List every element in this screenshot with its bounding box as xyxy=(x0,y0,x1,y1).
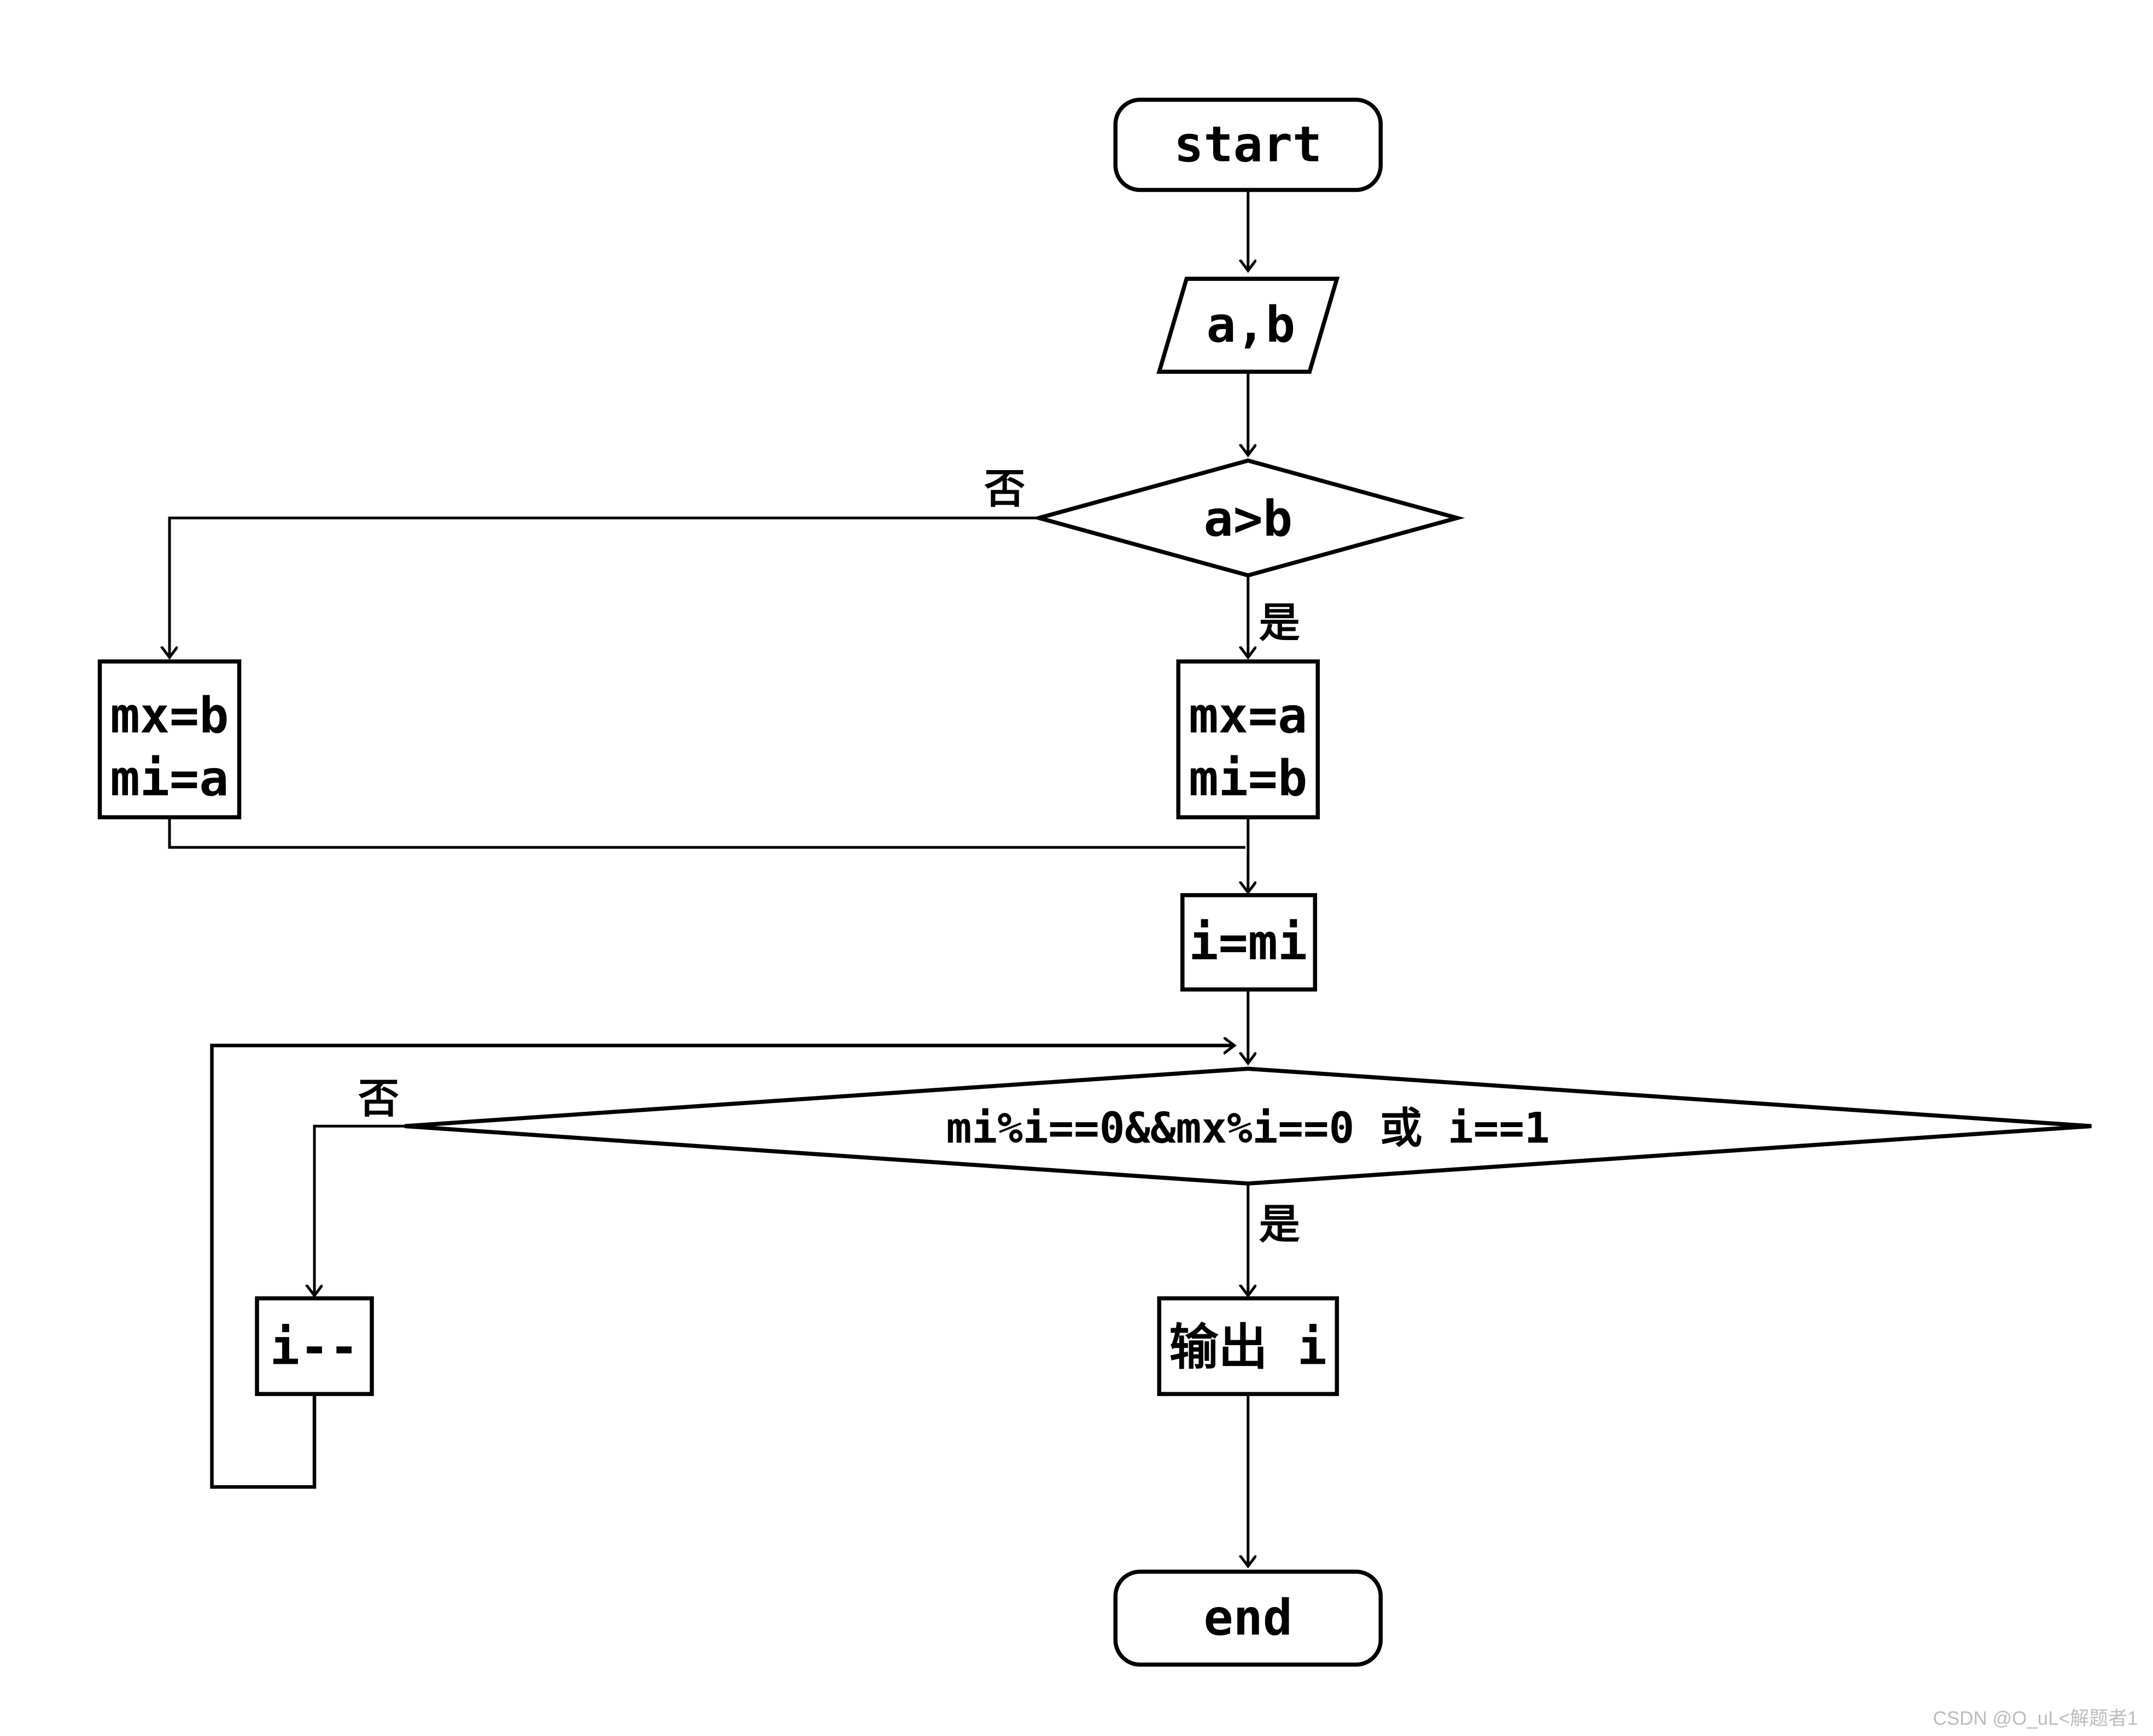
node-start xyxy=(1113,97,1383,192)
edge-decision1-no xyxy=(169,517,1039,658)
node-output xyxy=(1157,1296,1339,1397)
node-input-ab xyxy=(1156,277,1340,374)
node-decision-a-gt-b-label: a>b xyxy=(1204,490,1293,548)
watermark-text: CSDN @O_uL<解题者1 xyxy=(1933,1708,2138,1729)
node-start-label: start xyxy=(1174,116,1322,173)
node-end-label: end xyxy=(1204,1589,1293,1646)
edge-loopback xyxy=(210,1046,1235,1489)
node-decision-loop-label: mi%i==0&&mx%i==0 或 i==1 xyxy=(946,1104,1550,1153)
node-assign-right-line2: mi=b xyxy=(1189,750,1307,807)
node-output-label: 输出 i xyxy=(1169,1318,1327,1376)
node-decision-a-gt-b xyxy=(1031,458,1465,578)
node-assign-i-label: i=mi xyxy=(1189,914,1307,971)
edge-label-no-1: 否 xyxy=(984,465,1025,513)
edge-decision2-no xyxy=(314,1124,405,1295)
node-assign-left-line1: mx=b xyxy=(110,687,229,744)
node-assign-right-line1: mx=a xyxy=(1189,687,1307,744)
edge-left-merge xyxy=(168,817,1245,849)
edge-label-yes-1: 是 xyxy=(1259,599,1300,647)
node-assign-left xyxy=(97,659,242,819)
node-assign-i xyxy=(1180,893,1318,992)
edge-label-yes-2: 是 xyxy=(1259,1200,1300,1248)
node-assign-right xyxy=(1176,659,1320,819)
node-input-ab-label: a,b xyxy=(1207,296,1296,354)
node-decision-loop xyxy=(404,1066,2092,1186)
node-decrement xyxy=(255,1296,374,1397)
edge-label-no-2: 否 xyxy=(358,1074,399,1122)
node-decrement-label: i-- xyxy=(270,1318,359,1376)
node-assign-left-line2: mi=a xyxy=(110,750,229,807)
node-end xyxy=(1113,1569,1383,1667)
